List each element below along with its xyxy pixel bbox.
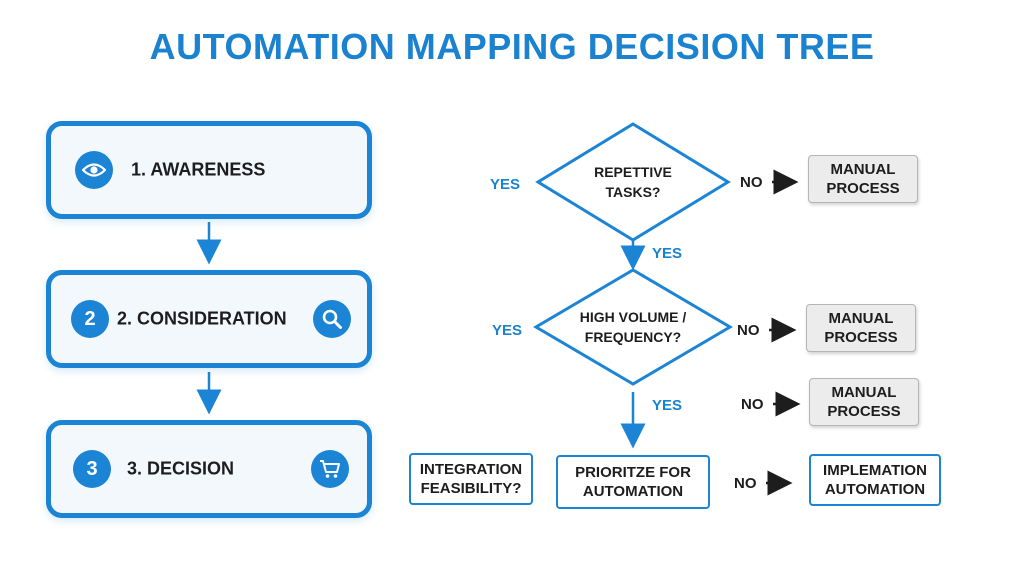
implement-line1: IMPLEMATION [823, 462, 927, 479]
eye-icon [75, 151, 113, 189]
no-label-4: NO [734, 475, 757, 492]
stage-label-decision: 3. DECISION [127, 458, 235, 479]
no-label-2: NO [737, 322, 760, 339]
manual-process-box-3: MANUAL PROCESS [809, 378, 919, 426]
manual-process-2-line1: MANUAL [828, 310, 894, 327]
page-title: AUTOMATION MAPPING DECISION TREE [149, 26, 875, 67]
manual-process-1-line1: MANUAL [830, 161, 896, 178]
prioritize-line2: AUTOMATION [582, 483, 684, 500]
stage-card-decision[interactable]: 3 3. DECISION [46, 420, 372, 518]
decision-1-line2: TASKS? [605, 184, 661, 200]
manual-process-box-1: MANUAL PROCESS [808, 155, 918, 203]
implement-automation-box: IMPLEMATION AUTOMATION [809, 454, 941, 506]
stage-label-consideration: 2. CONSIDERATION [117, 308, 287, 329]
prioritize-automation-box: PRIORITZE FOR AUTOMATION [556, 455, 710, 509]
no-label-1: NO [740, 174, 763, 191]
decision-1-line1: REPETTIVE [594, 164, 672, 180]
integration-line1: INTEGRATION [419, 461, 523, 478]
no-label-3: NO [741, 396, 764, 413]
implement-line2: AUTOMATION [824, 481, 926, 498]
yes-label-down-2: YES [652, 397, 683, 414]
stage-label-awareness: 1. AWARENESS [131, 159, 266, 180]
decision-2-line1: HIGH VOLUME / [579, 309, 687, 325]
prioritize-line1: PRIORITZE FOR [575, 464, 691, 481]
cart-icon [311, 450, 349, 488]
step-badge-3: 3 [73, 450, 111, 488]
integration-feasibility-box: INTEGRATION FEASIBILITY? [409, 453, 533, 505]
yes-label-left-2: YES [492, 322, 523, 339]
stage-card-consideration[interactable]: 2 2. CONSIDERATION [46, 270, 372, 368]
manual-process-2-line2: PROCESS [824, 329, 898, 346]
manual-process-3-line1: MANUAL [831, 384, 897, 401]
yes-label-down-1: YES [652, 245, 683, 262]
decision-diamond-2 [533, 268, 733, 386]
stage-card-awareness[interactable]: 1. AWARENESS [46, 121, 372, 219]
decision-text-2: HIGH VOLUME / FREQUENCY? [558, 307, 708, 347]
yes-label-left-1: YES [490, 176, 521, 193]
search-icon [313, 300, 351, 338]
integration-line2: FEASIBILITY? [420, 480, 522, 497]
step-badge-2: 2 [71, 300, 109, 338]
decision-text-1: REPETTIVE TASKS? [563, 162, 703, 202]
manual-process-box-2: MANUAL PROCESS [806, 304, 916, 352]
manual-process-1-line2: PROCESS [826, 180, 900, 197]
manual-process-3-line2: PROCESS [827, 403, 901, 420]
decision-2-line2: FREQUENCY? [584, 329, 682, 345]
